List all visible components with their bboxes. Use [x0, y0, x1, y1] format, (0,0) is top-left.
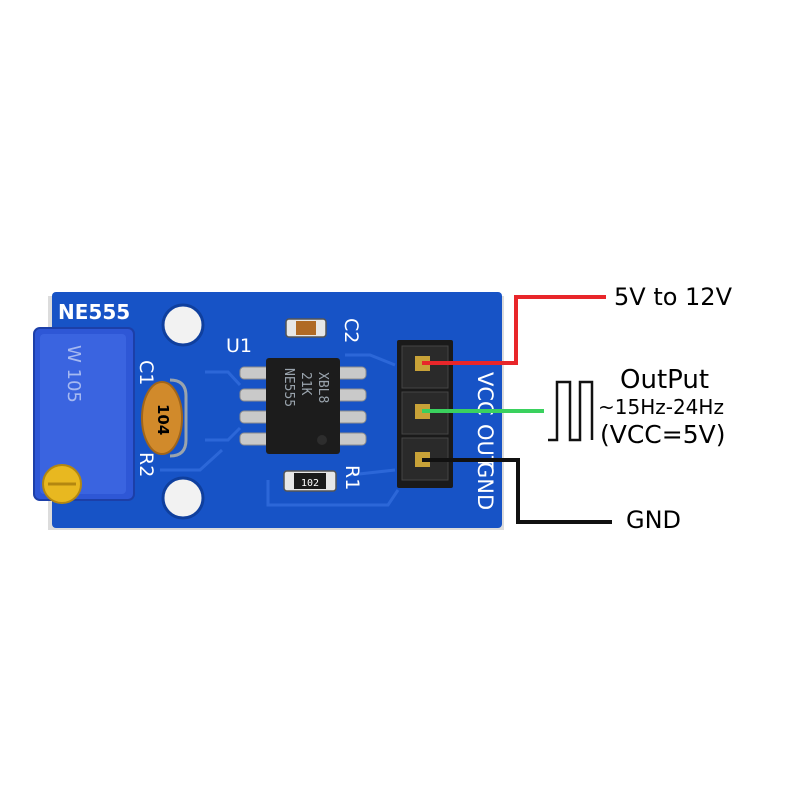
- gnd-label: GND: [626, 506, 681, 534]
- pin-label-gnd: GND: [473, 462, 497, 510]
- header-slot-vcc: [401, 345, 449, 389]
- r1-body: [294, 473, 326, 489]
- gnd-wire: [422, 458, 612, 524]
- pot-code: W 105: [63, 345, 84, 403]
- c1-label: C1: [135, 360, 157, 385]
- capacitor-c1: 104: [141, 378, 188, 458]
- capacitor-c2: [285, 318, 327, 338]
- chip-line-2: 21K: [298, 372, 313, 396]
- board-title: NE555: [58, 300, 130, 324]
- c1-code: 104: [154, 404, 172, 435]
- c2-label: C2: [340, 318, 362, 343]
- mounting-hole-bottom: [161, 476, 205, 520]
- c1-body: [141, 381, 183, 455]
- chip-line-1: NE555: [281, 368, 296, 407]
- r1-label: R1: [341, 465, 363, 490]
- chip-line-3: XBL8: [315, 372, 330, 403]
- ic-body: [266, 358, 340, 454]
- ic-u1: NE555 21K XBL8: [239, 358, 367, 454]
- pin-label-vcc: VCC: [473, 372, 497, 416]
- vcc-range-label: 5V to 12V: [614, 283, 733, 311]
- vcc-wire: [422, 295, 606, 365]
- u1-label: U1: [226, 335, 252, 357]
- c2-body: [296, 321, 316, 335]
- r1-code: 102: [301, 478, 319, 489]
- potentiometer-r2: W 105: [33, 327, 135, 504]
- square-wave-icon: [548, 380, 594, 442]
- ic-pin1-dot: [317, 435, 327, 445]
- output-title: OutPut: [620, 365, 709, 395]
- mounting-hole-top: [161, 303, 205, 347]
- output-condition: (VCC=5V): [600, 420, 725, 449]
- c1-lead-outline: [169, 378, 188, 458]
- resistor-r1: 102: [283, 470, 337, 492]
- r2-label: R2: [135, 452, 157, 477]
- pcb-traces: [160, 353, 400, 507]
- output-frequency: ~15Hz-24Hz: [598, 395, 724, 419]
- pot-face: [40, 334, 126, 494]
